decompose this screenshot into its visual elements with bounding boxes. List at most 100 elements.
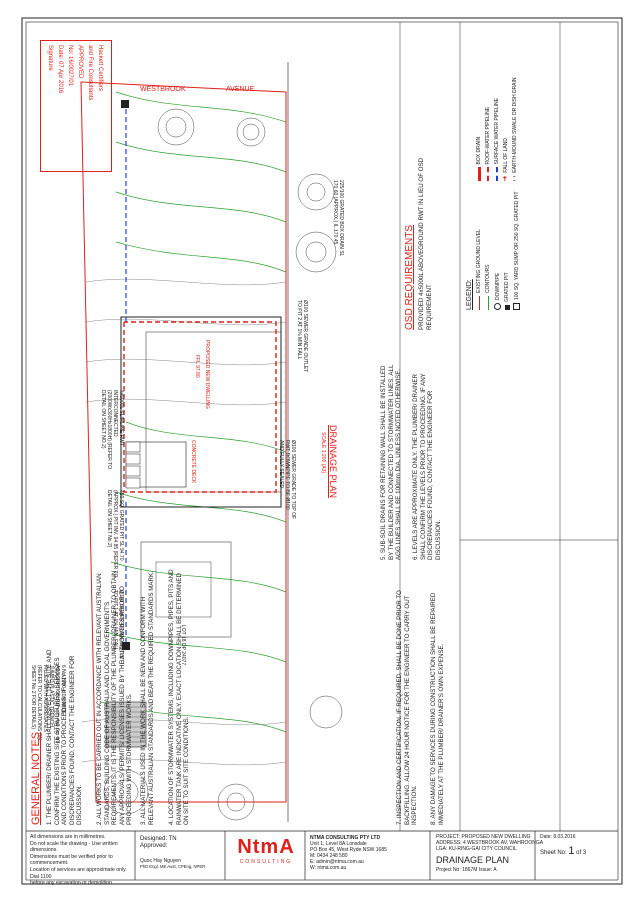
- stamp-line-5: Date: 07 Apr 2016: [57, 45, 63, 94]
- approval-stamp: Hackett Certifiers and Fire Consultants …: [40, 40, 112, 172]
- disclaimer: All dimensions are in millimetres. Do no…: [30, 834, 134, 887]
- osd-requirements: OSD REQUIREMENTS PROVIDED 4x5000L ABOVEG…: [404, 130, 433, 330]
- disclaimer-3: Dimensions must be verified prior to com…: [30, 853, 113, 867]
- downpipe-icon: [494, 303, 501, 310]
- project-line-2: ADDRESS: 4 WESTBROOK AV, WAHROONGA: [436, 840, 544, 846]
- project-no: Project No: 1867M: [436, 867, 478, 873]
- osd-heading: OSD REQUIREMENTS: [404, 224, 415, 330]
- sheet-no: 1: [568, 845, 575, 857]
- note-8: 8. ANY DAMAGE TO SERVICES DURING CONSTRU…: [430, 592, 445, 825]
- note-5: 5. SUB-SOIL DRAINS FOR RETAINING WALL SH…: [380, 364, 403, 560]
- existing-structure: [140, 541, 232, 638]
- approved-label: Approved:: [140, 843, 168, 849]
- note-3: 3. ALL MATERIALS USED IN THE WORK SHALL …: [140, 571, 155, 825]
- note-7: 7. INSPECTION AND CERTIFICATION, IF REQU…: [396, 590, 419, 825]
- callout-1: Ø100 SEWER GRADE OUTLET TO PIT 2 AT 1% M…: [296, 300, 308, 373]
- sheet-of: of 3: [576, 850, 587, 856]
- company-logo: NtmA CONSULTING: [230, 836, 302, 865]
- proposed-dwelling-outline: [120, 316, 282, 508]
- note-4: 4. LOCATION OF STORMWATER SYSTEMS, INCLU…: [168, 569, 191, 825]
- general-notes-col-4: 5. SUB-SOIL DRAINS FOR RETAINING WALL SH…: [380, 360, 403, 560]
- osd-text: PROVIDED 4x5000L ABOVEGROUND RWT IN LIEU…: [418, 157, 433, 330]
- note-2: 2. ALL WORKS TO BE CARRIED OUT IN ACCORD…: [96, 570, 134, 825]
- swale-icon: › ›: [512, 175, 518, 182]
- legend-left-2: CONTOURS: [485, 264, 491, 293]
- general-notes-heading: GENERAL NOTES: [30, 731, 42, 825]
- stamp-line-6: Signature: [47, 45, 53, 71]
- stamp-line-3: APPROVED: [77, 45, 83, 79]
- legend-left-5: 100 SQ. YARD SUMP OR 250 SQ. GRATED PIT: [513, 191, 520, 300]
- company-tel: M: 0434 248 580: [310, 853, 348, 859]
- callout-2: Ø100 SEWER GRADE TO TOP OF RWT DOWNPIPE …: [278, 440, 296, 520]
- general-notes-col-3: 4. LOCATION OF STORMWATER SYSTEMS, INCLU…: [168, 565, 191, 825]
- level-swatch: [478, 296, 480, 310]
- callout-3: 4x5000L SLIMLINE RWT INTERCONNECTED (200…: [100, 390, 124, 470]
- roofwater-pipeline: [123, 321, 277, 493]
- surface-water-swatch: [496, 167, 498, 182]
- legend-right-4: FALL OF LAND: [503, 138, 509, 173]
- general-notes-col-7: 8. ANY DAMAGE TO SERVICES DURING CONSTRU…: [430, 565, 445, 825]
- street-name-1: WESTBROOK: [140, 86, 186, 93]
- plan-scale: SCALE 1:200 (A3): [320, 432, 326, 474]
- project-line-1: PROJECT: PROPOSED NEW DWELLING: [436, 834, 531, 840]
- project-date: Date: 8.03.2016: [540, 834, 576, 840]
- general-notes-col-5: 6. LEVELS ARE APPROXIMATE ONLY. THE PLUM…: [412, 360, 442, 560]
- engineer-creds: PhD Engl, ME Aust, CPEng, NPER: [140, 864, 206, 869]
- company-unit: Unit 1, Level 8A Lonsdale: [310, 841, 367, 847]
- grated-pit-2: [122, 642, 130, 650]
- general-notes: GENERAL NOTES 1. THE PLUMBER/ DRAINER SH…: [30, 565, 84, 825]
- stamp-line-1: Hackett Certifiers: [97, 45, 103, 92]
- general-notes-col-6: 7. INSPECTION AND CERTIFICATION, IF REQU…: [396, 565, 419, 825]
- legend-heading: LEGEND:: [466, 279, 473, 310]
- legend-left-4: GRATED PIT: [504, 272, 510, 302]
- callout-6: 225/100 GRATED BOX DRAIN SL 170.60 (APPR…: [332, 180, 344, 257]
- grated-pit-1: [121, 100, 129, 108]
- stamp-line-4: No: 16/0027/01: [67, 45, 73, 87]
- box-drain-swatch: [477, 167, 481, 182]
- general-notes-col-2: 3. ALL MATERIALS USED IN THE WORK SHALL …: [140, 565, 155, 825]
- company-web: W: ntma.com.au: [310, 865, 347, 871]
- company-details: NTMA CONSULTING PTY LTD Unit 1, Level 8A…: [310, 835, 428, 871]
- trees: [103, 108, 343, 821]
- disclaimer-1: All dimensions are in millimetres.: [30, 834, 106, 840]
- general-notes-col-1: 2. ALL WORKS TO BE CARRIED OUT IN ACCORD…: [96, 565, 134, 825]
- logo-sub: CONSULTING: [239, 859, 293, 865]
- rainwater-tanks: [125, 441, 141, 489]
- designed-value: TN: [168, 836, 177, 842]
- sump-icon: [513, 303, 520, 310]
- designed-label: Designed:: [140, 836, 168, 842]
- property-boundary: [80, 81, 287, 803]
- designed-block: Designed: TN Approved: Quoc Hay Nguyen P…: [140, 836, 222, 870]
- note-6: 6. LEVELS ARE APPROXIMATE ONLY. THE PLUM…: [412, 373, 442, 560]
- disclaimer-4: Location of services are approximate onl…: [30, 866, 127, 880]
- disclaimer-2: Do not scale the drawing - Use written d…: [30, 840, 118, 854]
- company-email: E: admin@ntma.com.au: [310, 859, 364, 865]
- stamp-line-2: and Fire Consultants: [87, 45, 93, 101]
- project-details: PROJECT: PROPOSED NEW DWELLING ADDRESS: …: [436, 834, 544, 873]
- legend-left-3: DOWNPIPE: [494, 272, 501, 300]
- contour-swatch: [487, 296, 489, 310]
- sheet-details: Date: 8.03.2016 Sheet No: 1 of 3: [540, 834, 616, 857]
- legend-right-5: EARTH-MOUND SWALE OR DISH DRAIN: [512, 77, 518, 173]
- engineer-name: Quoc Hay Nguyen: [140, 858, 181, 864]
- disclaimer-5: before any excavation or demolition.: [30, 880, 114, 887]
- ffl-label: FFL 97.80: [194, 355, 200, 378]
- project-line-3: LGA: KU-RING-GAI CITY COUNCIL: [436, 846, 517, 852]
- legend-right-3: SURFACE WATER PIPELINE: [494, 98, 500, 165]
- project-title: DRAINAGE PLAN: [436, 855, 510, 865]
- legend-left-1: EXISTING GROUND LEVEL: [476, 229, 482, 293]
- absorption-pit: [105, 701, 147, 748]
- logo-main: NtmA: [237, 836, 295, 858]
- legend-right-1: BOX DRAIN: [476, 136, 482, 165]
- sheet-label: Sheet No:: [540, 850, 567, 856]
- note-1: 1. THE PLUMBER/ DRAINER SHALL INSPECT TH…: [46, 649, 84, 825]
- fall-arrow-icon: ➜: [502, 175, 509, 182]
- roofwater-swatch: [487, 167, 489, 182]
- deck-label: CONCRETE DECK: [190, 440, 196, 484]
- company-name: NTMA CONSULTING PTY LTD: [310, 835, 381, 841]
- legend: LEGEND: EXISTING GROUND LEVEL CONTOURS D…: [466, 77, 523, 310]
- street-name-2: AVENUE: [226, 86, 255, 93]
- legend-right-2: ROOF-WATER PIPELINE: [485, 106, 491, 165]
